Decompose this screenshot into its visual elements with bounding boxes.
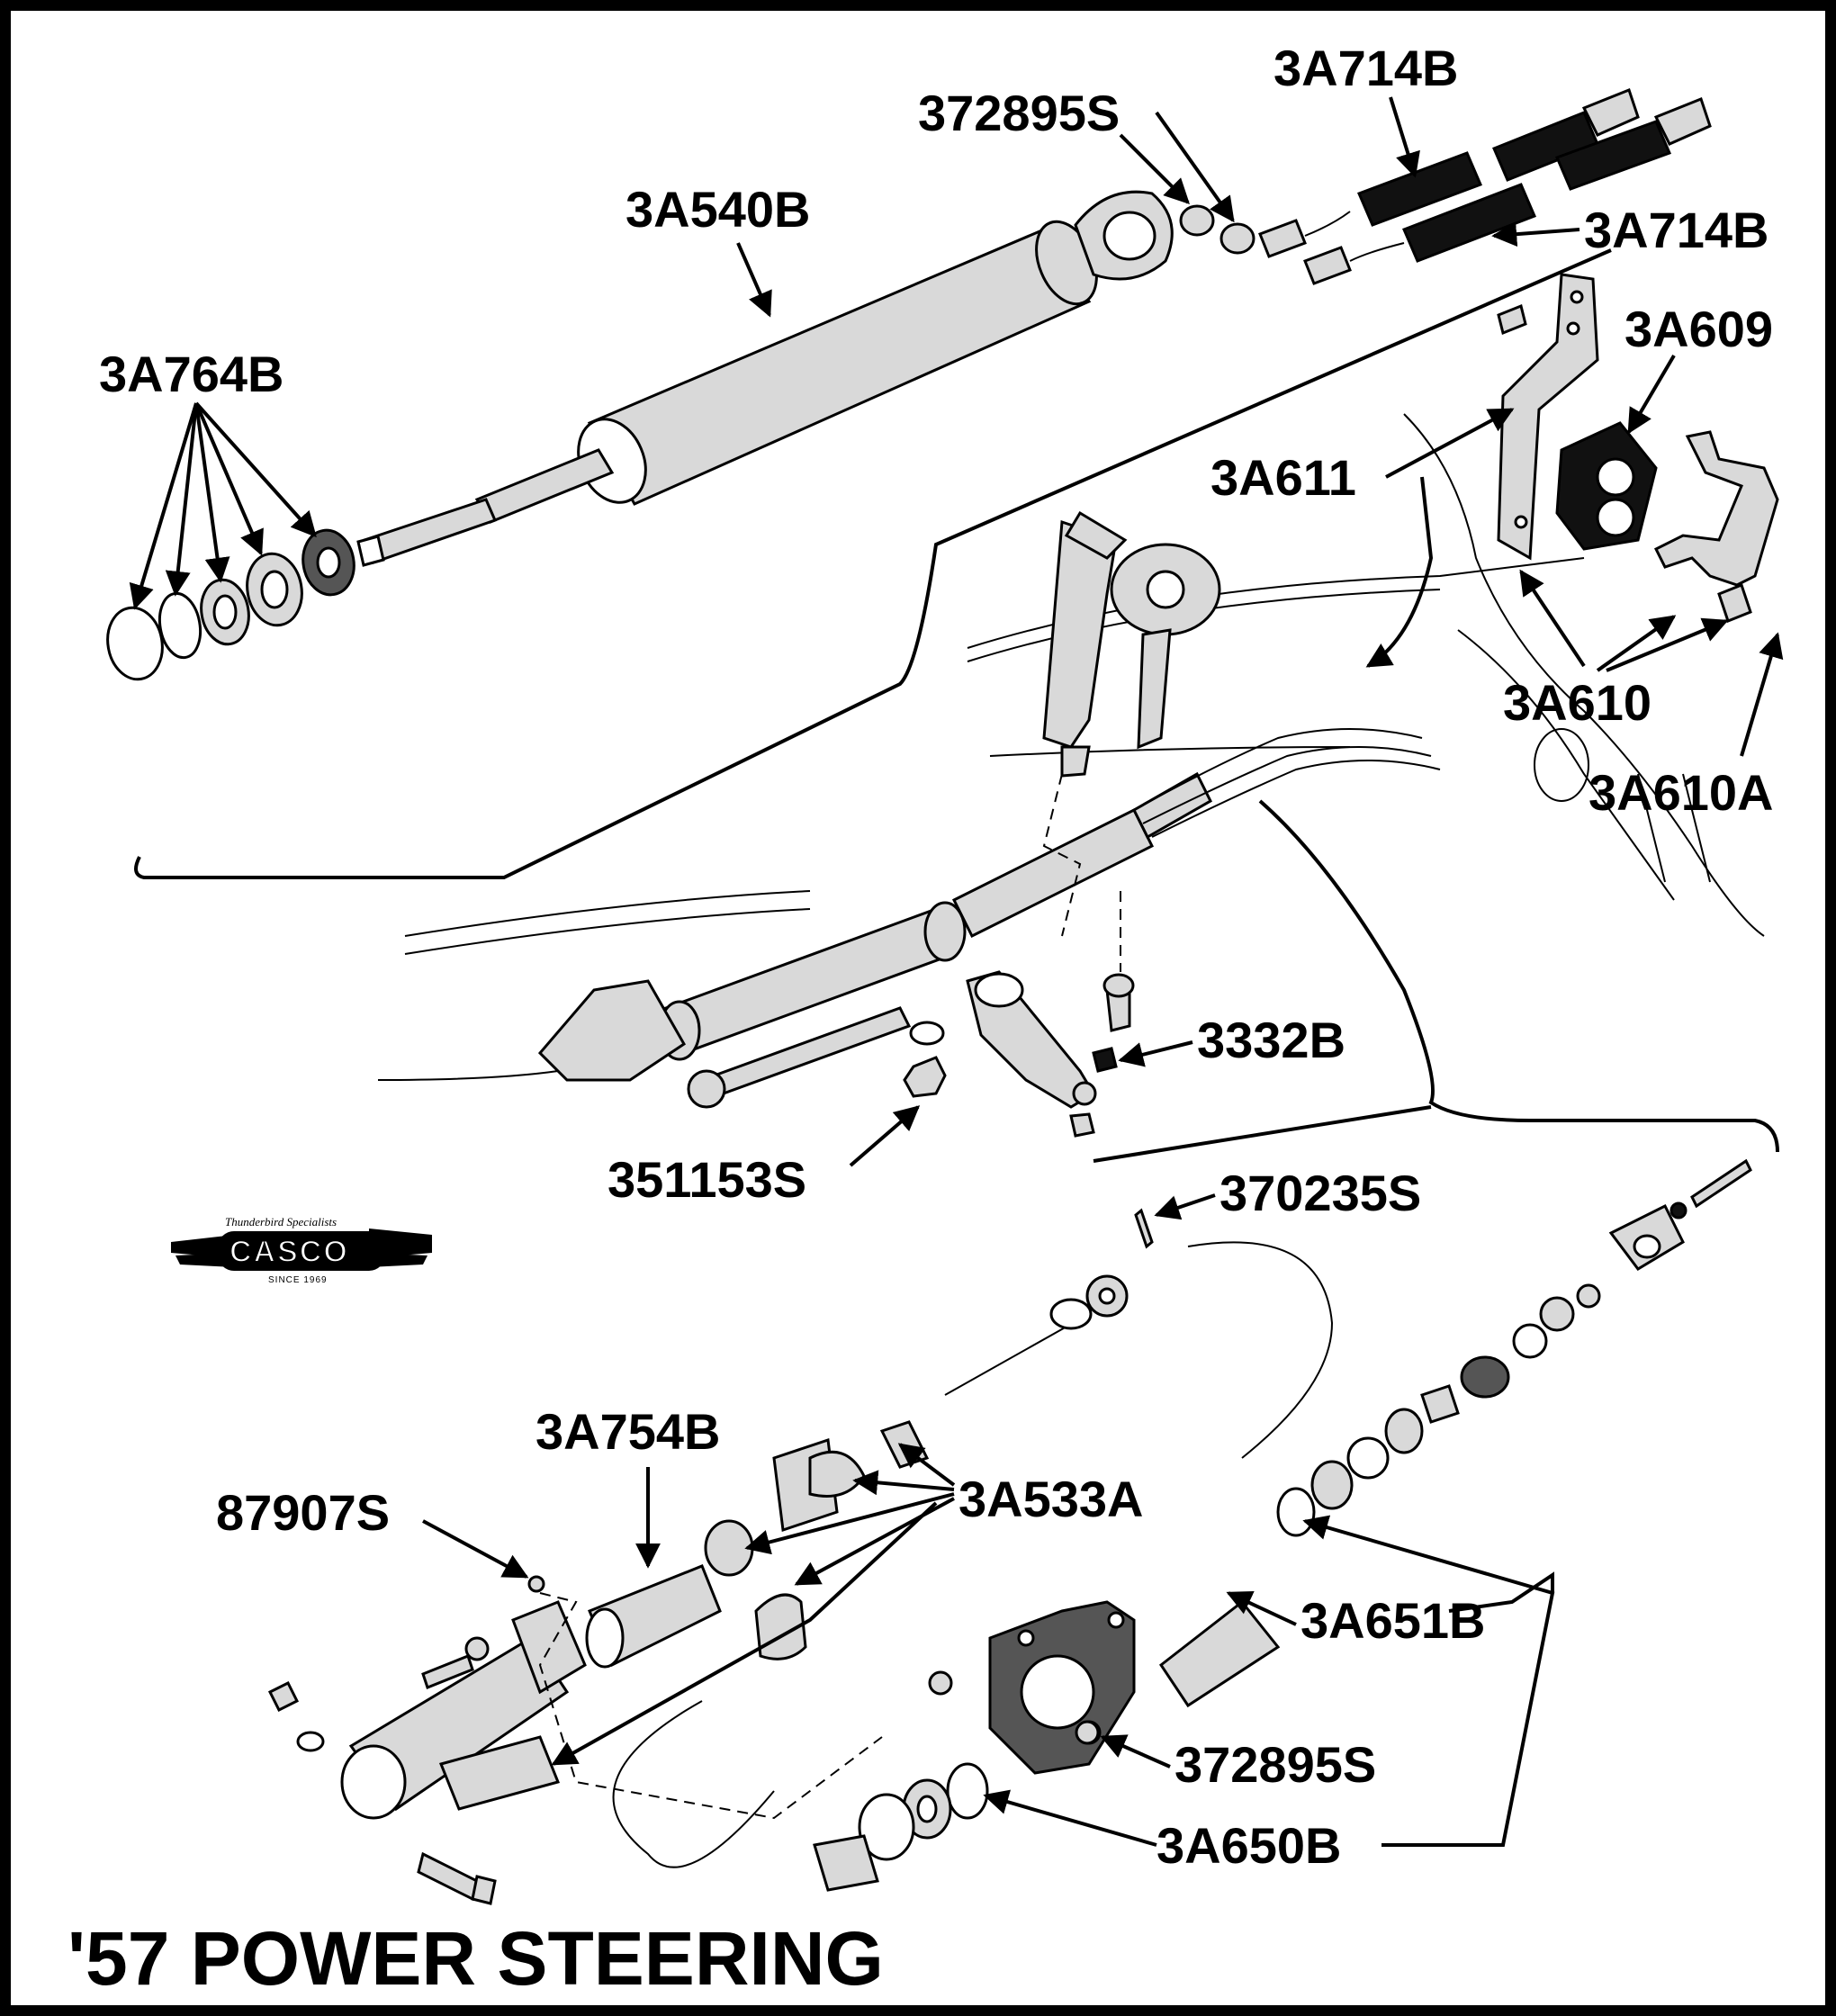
housing-loop (612, 1700, 775, 1868)
valve-group-bracket-left (1093, 1105, 1432, 1163)
label-3A610A: 3A610A (1588, 764, 1773, 821)
ball-stud-3332B (1092, 973, 1135, 1073)
nut-washer-351153S (903, 1021, 1095, 1138)
sleeve-3A754B (585, 1564, 722, 1669)
installed-linkage (537, 728, 1441, 1109)
logo-tagline: Thunderbird Specialists (225, 1215, 337, 1228)
label-372895S-bottom: 372895S (1174, 1736, 1376, 1793)
label-3A609: 3A609 (1624, 301, 1773, 357)
label-351153S: 351153S (608, 1151, 806, 1208)
bracket-3A611 (1497, 273, 1599, 561)
valve-group-bracket (1258, 799, 1779, 1153)
valve-body-3A533A (340, 1420, 930, 1820)
label-370235S: 370235S (1220, 1165, 1421, 1221)
casco-logo: Thunderbird Specialists CASCO SINCE 1969 (171, 1215, 432, 1285)
assembly-line-bottom (538, 1592, 883, 1820)
seals-3A764B (106, 528, 356, 681)
spool-loop (1187, 1241, 1334, 1459)
spool-stack-3A651B (1158, 1158, 1752, 1708)
fitting-87907S (527, 1575, 545, 1593)
fitting-372895S-bottom (1075, 1720, 1100, 1745)
bolts-lower-left (267, 1636, 497, 1905)
seals-3A650B (813, 1762, 989, 1892)
control-valve-shaft (944, 1208, 1154, 1396)
label-3A764B: 3A764B (99, 346, 284, 402)
logo-since: SINCE 1969 (268, 1275, 328, 1285)
power-cylinder-3A540B (356, 190, 1174, 567)
gear-housing (928, 1600, 1136, 1775)
clamp-3A609 (1555, 421, 1658, 551)
label-372895S-top: 372895S (918, 85, 1120, 141)
cylinder-group-bracket (134, 248, 1612, 879)
hoses-3A714B (1357, 88, 1712, 263)
label-3A754B: 3A754B (536, 1403, 720, 1460)
label-3332B: 3332B (1197, 1012, 1346, 1068)
label-87907S: 87907S (216, 1484, 390, 1541)
logo-brand: CASCO (230, 1235, 349, 1269)
bracket-3A610 (1653, 430, 1779, 623)
hose-fittings-top (1179, 204, 1405, 285)
label-3A611: 3A611 (1210, 449, 1356, 506)
steering-gear-assembly (1042, 510, 1221, 778)
label-3A714B-top: 3A714B (1274, 40, 1458, 96)
page-title: '57 POWER STEERING (68, 1916, 884, 2001)
label-3A540B: 3A540B (626, 181, 810, 238)
label-3A533A: 3A533A (958, 1471, 1143, 1527)
assembly-line-gear (1042, 773, 1082, 937)
label-3A714B-mid: 3A714B (1584, 202, 1768, 258)
label-3A610: 3A610 (1503, 674, 1652, 731)
label-3A651B: 3A651B (1300, 1592, 1485, 1649)
label-3A650B: 3A650B (1156, 1817, 1341, 1874)
